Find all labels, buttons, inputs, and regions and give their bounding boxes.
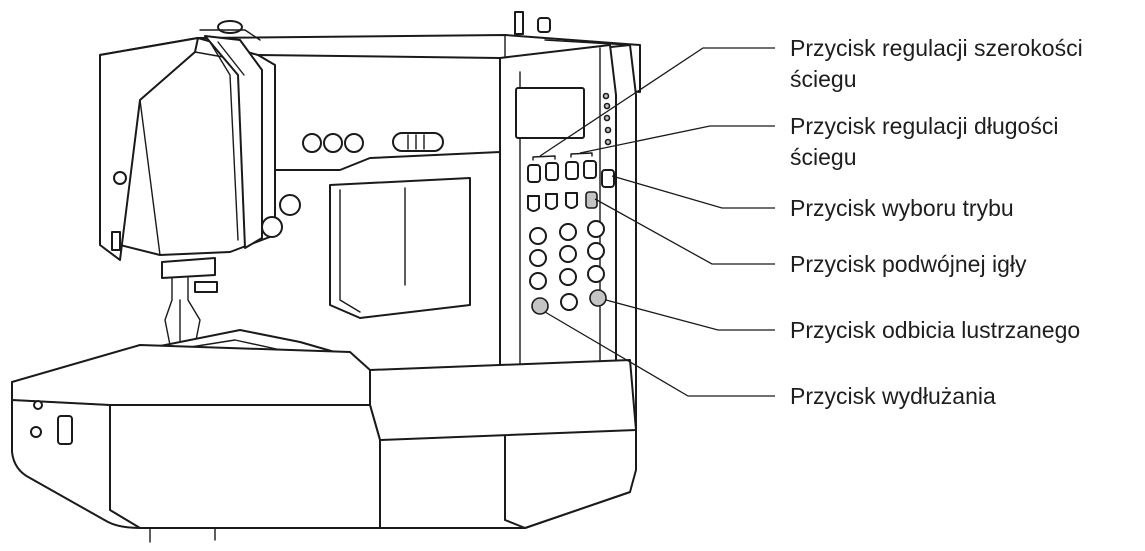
mode-select-button (602, 170, 614, 187)
twin-needle-button (586, 192, 597, 208)
stitch-length-button-minus (566, 162, 578, 179)
label-twin-needle: Przycisk podwójnej igły (790, 251, 1027, 277)
labels: Przycisk regulacji szerokości ściegu Prz… (790, 35, 1083, 409)
label-stitch-width-line2: ściegu (790, 66, 856, 92)
label-stitch-width-line1: Przycisk regulacji szerokości (790, 35, 1083, 61)
arm-button-1 (303, 134, 321, 152)
label-mirror: Przycisk odbicia lustrzanego (790, 317, 1080, 343)
speed-slider (393, 133, 443, 151)
label-stitch-length-line1: Przycisk regulacji długości (790, 113, 1058, 139)
label-stitch-length-line2: ściegu (790, 144, 856, 170)
stitch-width-button-minus (528, 165, 540, 182)
label-elongation: Przycisk wydłużania (790, 383, 996, 409)
arm-button-2 (324, 134, 342, 152)
label-mode-select: Przycisk wyboru trybu (790, 195, 1014, 221)
mirror-button (590, 290, 606, 306)
arm-button-3 (345, 134, 363, 152)
lcd-display (516, 88, 584, 138)
stitch-width-button-plus (546, 163, 558, 180)
stitch-length-button-plus (584, 161, 596, 178)
